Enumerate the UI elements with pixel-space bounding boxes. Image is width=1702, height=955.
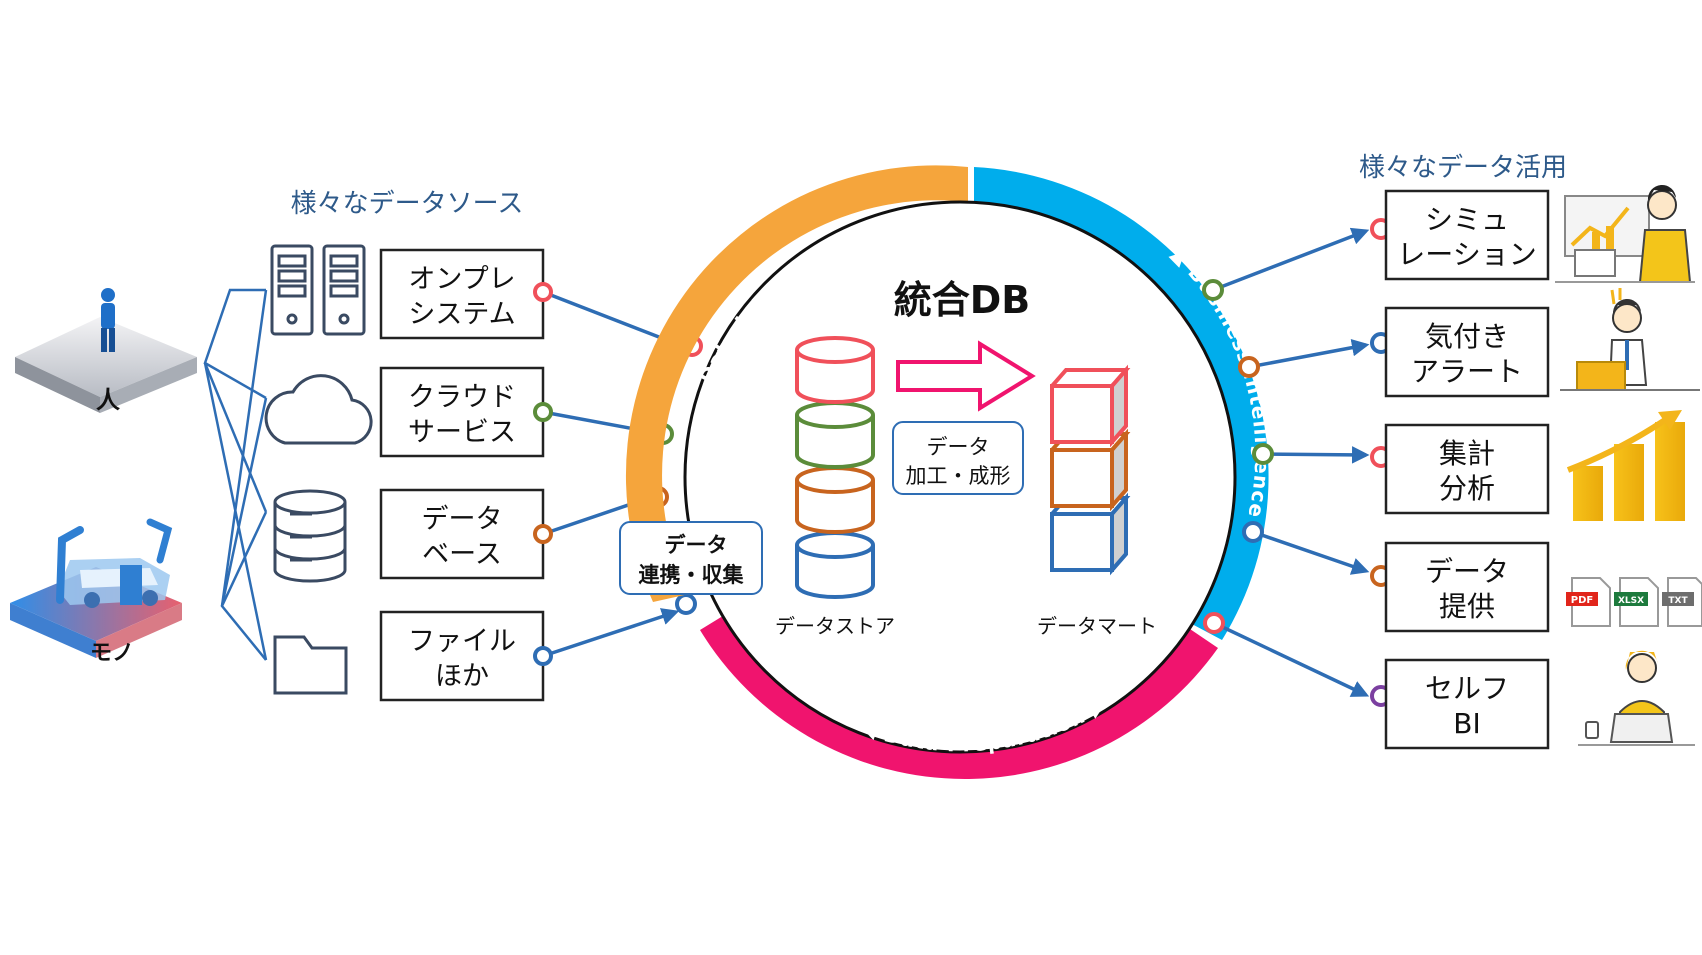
use-label-line2: 提供 xyxy=(1439,590,1495,623)
collect-callout: データ 連携・収集 xyxy=(619,521,763,595)
data-store-label: データストア xyxy=(775,614,895,638)
process-line1: データ xyxy=(927,435,990,459)
ring-segment-prep xyxy=(700,611,1218,779)
folder-icon xyxy=(273,635,348,695)
source-box-database: データ ベース xyxy=(379,488,545,580)
use-label-line2: 分析 xyxy=(1439,472,1495,505)
data-mart-label: データマート xyxy=(1037,614,1157,638)
use-label-line1: セルフ xyxy=(1425,672,1509,705)
source-label-line1: オンプレ xyxy=(408,264,515,295)
source-label-line2: サービス xyxy=(408,417,516,448)
source-label-line1: ファイル xyxy=(408,626,516,657)
uses-heading: 様々なデータ活用 xyxy=(1359,153,1567,183)
use-box-provision: データ 提供 xyxy=(1384,541,1550,633)
collect-line2: 連携・収集 xyxy=(639,563,745,587)
server-icon xyxy=(270,244,366,336)
use-label-line2: レーション xyxy=(1397,238,1536,271)
process-line2: 加工・成形 xyxy=(906,464,1011,488)
xlsx-label: XLSX xyxy=(1618,596,1644,606)
use-label-line2: BI xyxy=(1453,707,1480,740)
source-box-cloud: クラウド サービス xyxy=(379,366,545,458)
person-figure-icon xyxy=(101,288,115,352)
use-box-self-bi: セルフ BI xyxy=(1384,658,1550,750)
people-source: 人 xyxy=(15,288,197,414)
data-store-icon xyxy=(795,336,875,599)
data-mart-icon xyxy=(1050,364,1131,576)
use-box-simulation: シミュ レーション xyxy=(1384,189,1550,281)
source-label-line2: システム xyxy=(408,299,515,330)
simulation-person-icon xyxy=(1555,184,1695,283)
use-box-alert: 気付き アラート xyxy=(1384,306,1550,398)
source-box-onpre: オンプレ システム xyxy=(379,248,545,340)
pdf-file-icon: PDF xyxy=(1566,577,1611,627)
things-source: モノ xyxy=(10,518,182,666)
use-label-line1: 気付き xyxy=(1425,320,1509,353)
source-label-line1: データ xyxy=(422,504,503,535)
process-callout: データ 加工・成形 xyxy=(892,421,1024,495)
factory-robot-icon xyxy=(56,518,173,608)
source-fan-lines xyxy=(203,288,268,661)
txt-file-icon: TXT xyxy=(1662,577,1702,627)
txt-label: TXT xyxy=(1668,596,1688,606)
file-formats-icon: PDF XLSX TXT xyxy=(1566,577,1702,627)
use-label-line1: シミュ xyxy=(1425,203,1509,236)
use-label-line2: アラート xyxy=(1411,355,1523,388)
ring-segment-bi xyxy=(974,167,1269,640)
use-label-line1: データ xyxy=(1425,555,1509,588)
use-box-analysis: 集計 分析 xyxy=(1384,423,1550,515)
collect-line1: データ xyxy=(665,533,728,557)
laptop-person-icon xyxy=(1578,650,1695,746)
alert-person-icon xyxy=(1560,288,1700,391)
people-label: 人 xyxy=(96,386,120,414)
hub-title: 統合DB xyxy=(894,278,1031,322)
source-label-line2: ベース xyxy=(422,539,502,570)
source-label-line2: ほか xyxy=(435,661,489,692)
ring-segment-etl xyxy=(625,165,968,602)
transform-arrow xyxy=(896,340,1036,412)
cloud-icon xyxy=(264,374,373,445)
use-arrows xyxy=(1212,227,1370,697)
source-label-line1: クラウド xyxy=(408,382,516,413)
pdf-label: PDF xyxy=(1571,595,1593,606)
growth-chart-icon xyxy=(1566,410,1685,521)
source-box-file: ファイル ほか xyxy=(379,610,545,702)
things-label: モノ xyxy=(90,641,134,666)
use-label-line1: 集計 xyxy=(1439,437,1495,470)
sources-heading: 様々なデータソース xyxy=(291,189,524,219)
database-icon xyxy=(273,489,347,583)
xlsx-file-icon: XLSX xyxy=(1614,577,1659,627)
